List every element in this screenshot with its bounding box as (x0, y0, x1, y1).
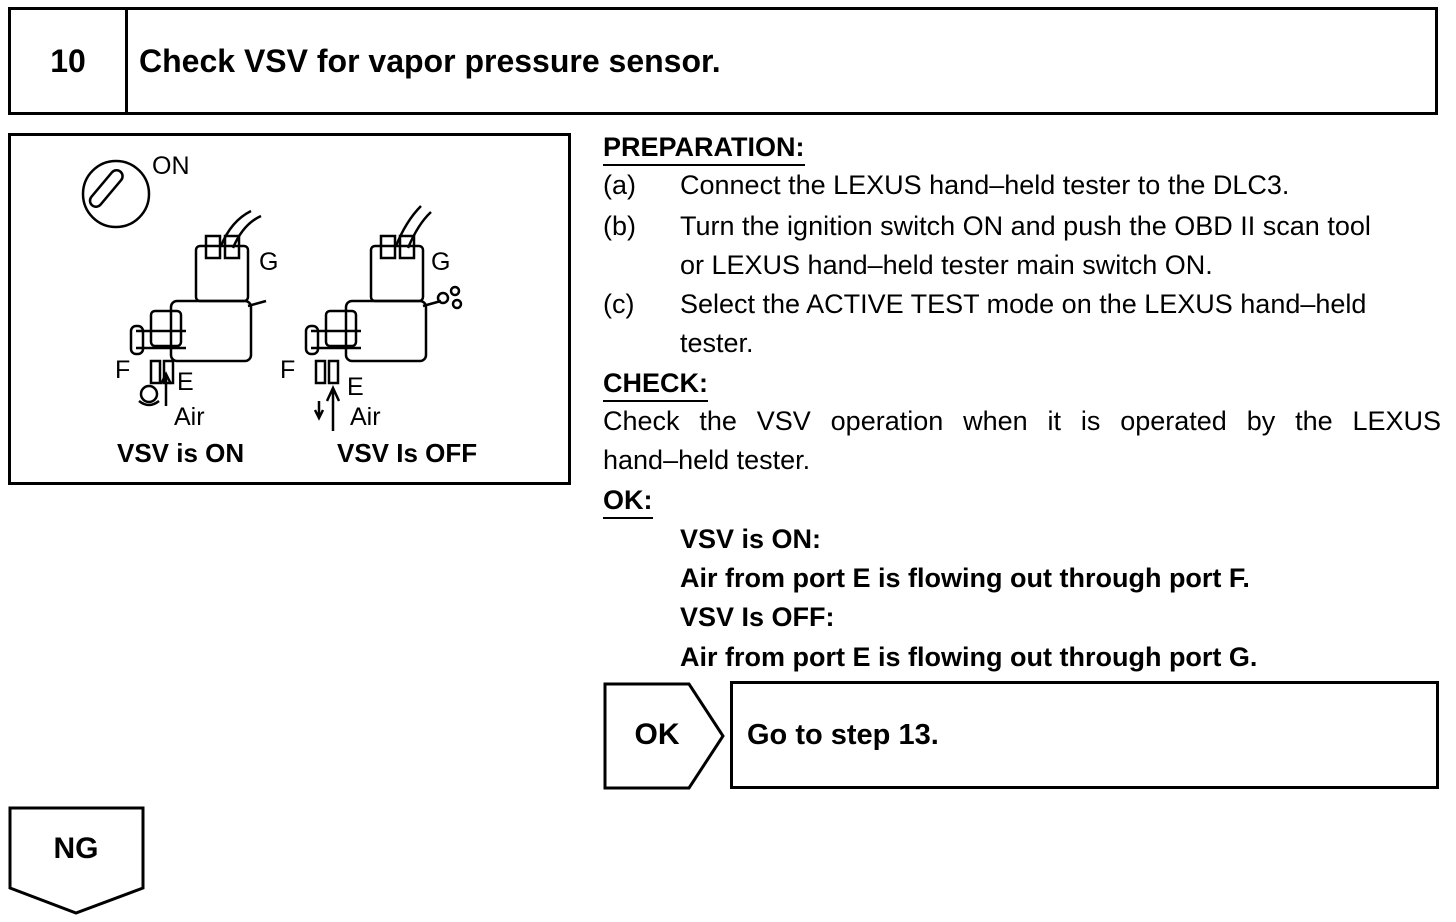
ok-spec-line2: Air from port E is flowing out through p… (680, 563, 1250, 593)
ng-label: NG (53, 831, 99, 865)
check-heading: CHECK: (603, 366, 708, 402)
check-line1: Check the VSV operation when it is opera… (603, 406, 1441, 436)
vsv-off-caption: VSV Is OFF (337, 438, 478, 468)
port-e-label-off: E (347, 373, 364, 401)
go-to-step-box: Go to step 13. (730, 681, 1439, 789)
vsv-illustration: ON G F E Air VSV is ON G F E Air VSV Is … (8, 133, 571, 485)
ok-spec-heading: OK: (603, 483, 653, 519)
prep-item-label-a: (a) (603, 170, 636, 200)
check-line2: hand–held tester. (603, 445, 811, 475)
preparation-heading: PREPARATION: (603, 130, 805, 166)
ok-label: OK (634, 718, 680, 751)
port-g-label-off: G (431, 248, 451, 276)
step-number: 10 (11, 10, 128, 112)
port-e-label-on: E (177, 368, 194, 396)
ok-arrow-shape (603, 682, 725, 790)
prep-item-label-c: (c) (603, 289, 635, 319)
air-label-on: Air (174, 403, 205, 431)
vsv-on-caption: VSV is ON (117, 438, 245, 468)
port-f-label-off: F (280, 356, 296, 384)
air-label-off: Air (350, 403, 381, 431)
step-title: Check VSV for vapor pressure sensor. (139, 42, 721, 79)
ok-spec-line1: VSV is ON: (680, 524, 822, 554)
prep-item-a-line1: Connect the LEXUS hand–held tester to th… (680, 170, 1290, 200)
prep-item-b-line1: Turn the ignition switch ON and push the… (680, 211, 1371, 241)
go-to-step-text: Go to step 13. (747, 718, 939, 751)
ignition-on-label: ON (152, 152, 190, 180)
ok-spec-line3: VSV Is OFF: (680, 602, 835, 632)
prep-item-c-line2: tester. (680, 328, 754, 358)
prep-item-b-line2: or LEXUS hand–held tester main switch ON… (680, 250, 1213, 280)
ignition-key-icon (81, 159, 151, 229)
vsv-drawing (81, 159, 463, 431)
prep-item-label-b: (b) (603, 211, 636, 241)
port-g-label-on: G (259, 248, 279, 276)
ok-spec-line4: Air from port E is flowing out through p… (680, 642, 1258, 672)
port-f-label-on: F (115, 356, 131, 384)
prep-item-c-line1: Select the ACTIVE TEST mode on the LEXUS… (680, 289, 1367, 319)
ng-arrow-shape (8, 806, 145, 915)
step-header: 10 Check VSV for vapor pressure sensor. (8, 7, 1438, 115)
vsv-on-drawing (129, 209, 267, 407)
vsv-off-drawing (304, 205, 463, 431)
